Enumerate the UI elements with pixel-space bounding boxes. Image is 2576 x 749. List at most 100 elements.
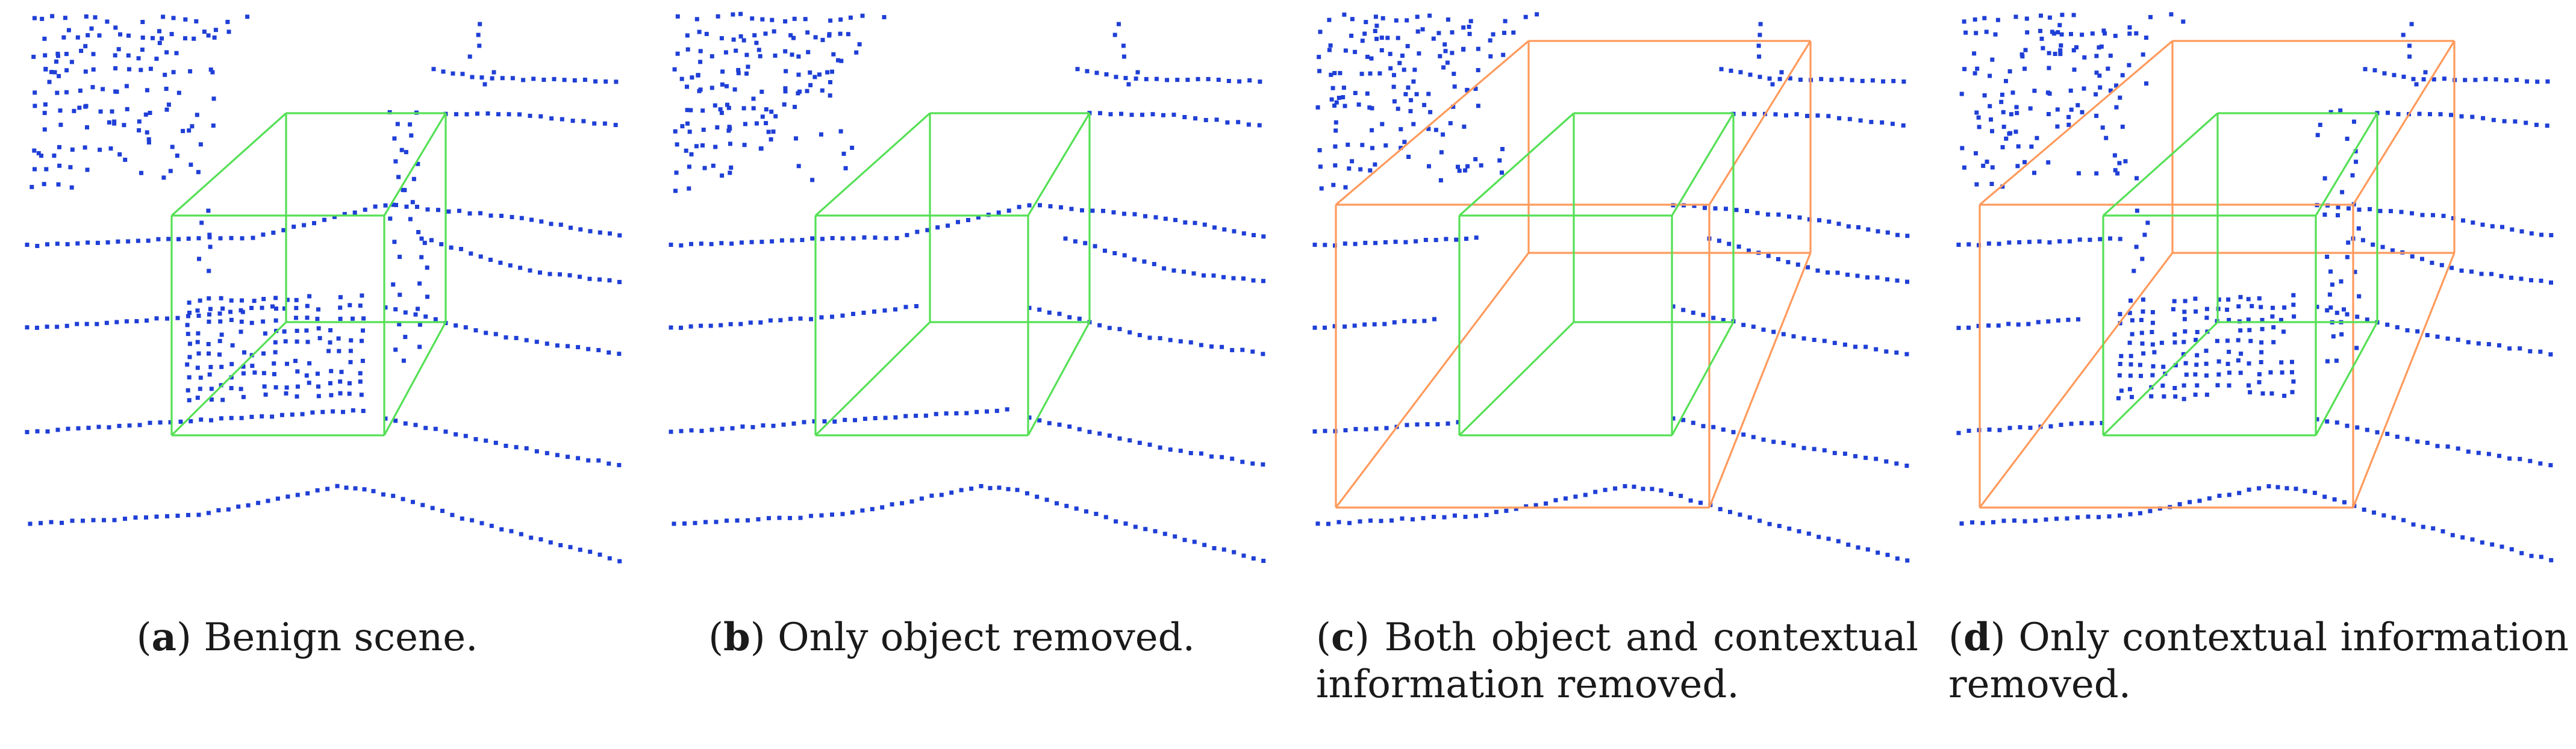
lidar-point <box>1107 434 1112 438</box>
lidar-point <box>1464 237 1468 241</box>
lidar-point <box>905 232 909 237</box>
lidar-point <box>793 105 797 110</box>
lidar-point <box>1094 512 1099 516</box>
lidar-point <box>33 90 37 95</box>
lidar-point <box>1359 72 1364 76</box>
lidar-point <box>55 325 60 329</box>
lidar-point <box>304 328 309 333</box>
lidar-point <box>1956 430 1961 435</box>
lidar-point <box>2502 119 2507 123</box>
lidar-point <box>1436 31 1441 36</box>
lidar-point <box>1817 535 1821 539</box>
lidar-point <box>56 54 60 58</box>
lidar-point <box>98 148 102 152</box>
lidar-point <box>2331 334 2336 339</box>
lidar-point <box>1374 37 1379 42</box>
lidar-point <box>83 44 88 49</box>
lidar-point <box>1999 99 2004 104</box>
lidar-point <box>1317 55 1321 60</box>
lidar-point <box>1718 507 1723 512</box>
lidar-point <box>1327 48 1332 52</box>
lidar-point <box>2372 68 2377 73</box>
lidar-point <box>838 129 843 134</box>
lidar-point <box>1006 486 1011 491</box>
lidar-point <box>1836 222 1841 226</box>
lidar-point <box>439 242 444 247</box>
lidar-point <box>2334 358 2339 363</box>
lidar-point <box>1863 455 1868 460</box>
lidar-point <box>2123 159 2128 164</box>
lidar-point <box>360 293 364 298</box>
lidar-point <box>1812 338 1817 342</box>
lidar-point <box>2385 432 2390 437</box>
lidar-point <box>548 540 553 545</box>
lidar-point <box>2142 232 2147 237</box>
lidar-point <box>2445 444 2450 449</box>
lidar-point <box>252 370 257 375</box>
lidar-point <box>417 322 422 327</box>
lidar-point <box>820 37 825 42</box>
lidar-point <box>2345 255 2350 260</box>
lidar-point <box>176 237 181 241</box>
lidar-point <box>145 130 149 135</box>
lidar-point <box>39 521 43 526</box>
lidar-point <box>715 125 720 130</box>
lidar-point <box>726 105 731 110</box>
lidar-point <box>295 339 299 344</box>
lidar-point <box>808 82 813 87</box>
lidar-point <box>2007 240 2012 245</box>
lidar-point <box>127 423 132 428</box>
lidar-point <box>751 96 756 101</box>
lidar-point <box>329 393 334 397</box>
lidar-point <box>347 391 352 396</box>
lidar-point <box>730 426 735 430</box>
lidar-point <box>2345 137 2350 141</box>
lidar-point <box>2097 515 2101 520</box>
lidar-point <box>1846 542 1851 547</box>
lidar-point <box>2066 114 2071 119</box>
lidar-point <box>728 322 733 326</box>
lidar-point <box>284 391 288 396</box>
lidar-point <box>1090 208 1095 213</box>
lidar-point <box>420 503 425 508</box>
lidar-point <box>1989 117 1993 122</box>
lidar-point <box>1826 114 1831 119</box>
lidar-point <box>1318 164 1323 169</box>
lidar-point <box>1729 69 1733 73</box>
lidar-point <box>770 239 775 244</box>
lidar-point <box>2120 125 2125 129</box>
lidar-point <box>2322 494 2327 499</box>
lidar-point <box>1895 232 1900 237</box>
lidar-point <box>395 122 400 126</box>
lidar-point <box>316 384 320 389</box>
lidar-point <box>2423 70 2428 75</box>
lidar-point <box>317 336 322 341</box>
lidar-point <box>2181 340 2186 344</box>
lidar-point <box>2138 362 2142 367</box>
lidar-point <box>219 416 223 421</box>
lidar-point <box>198 375 203 380</box>
lidar-point <box>1411 517 1415 522</box>
lidar-point <box>1465 164 1470 169</box>
lidar-point <box>2215 383 2220 388</box>
lidar-point <box>352 210 357 215</box>
lidar-point <box>430 506 435 511</box>
lidar-point <box>102 518 106 523</box>
lidar-point <box>326 349 331 353</box>
lidar-point <box>1074 506 1079 511</box>
lidar-point <box>1035 494 1040 499</box>
lidar-point <box>1349 33 1354 38</box>
lidar-point <box>2507 346 2512 351</box>
lidar-point <box>1442 515 1447 520</box>
lidar-point <box>567 273 572 278</box>
lidar-point <box>2032 170 2036 175</box>
lidar-point <box>1412 67 1417 72</box>
lidar-point <box>391 202 396 207</box>
lidar-point <box>2134 244 2139 249</box>
lidar-point <box>1251 278 1256 283</box>
lidar-point <box>1847 117 1852 122</box>
lidar-point <box>1193 220 1197 225</box>
lidar-point <box>761 423 766 428</box>
lidar-point <box>261 297 266 302</box>
lidar-point <box>2410 254 2415 259</box>
